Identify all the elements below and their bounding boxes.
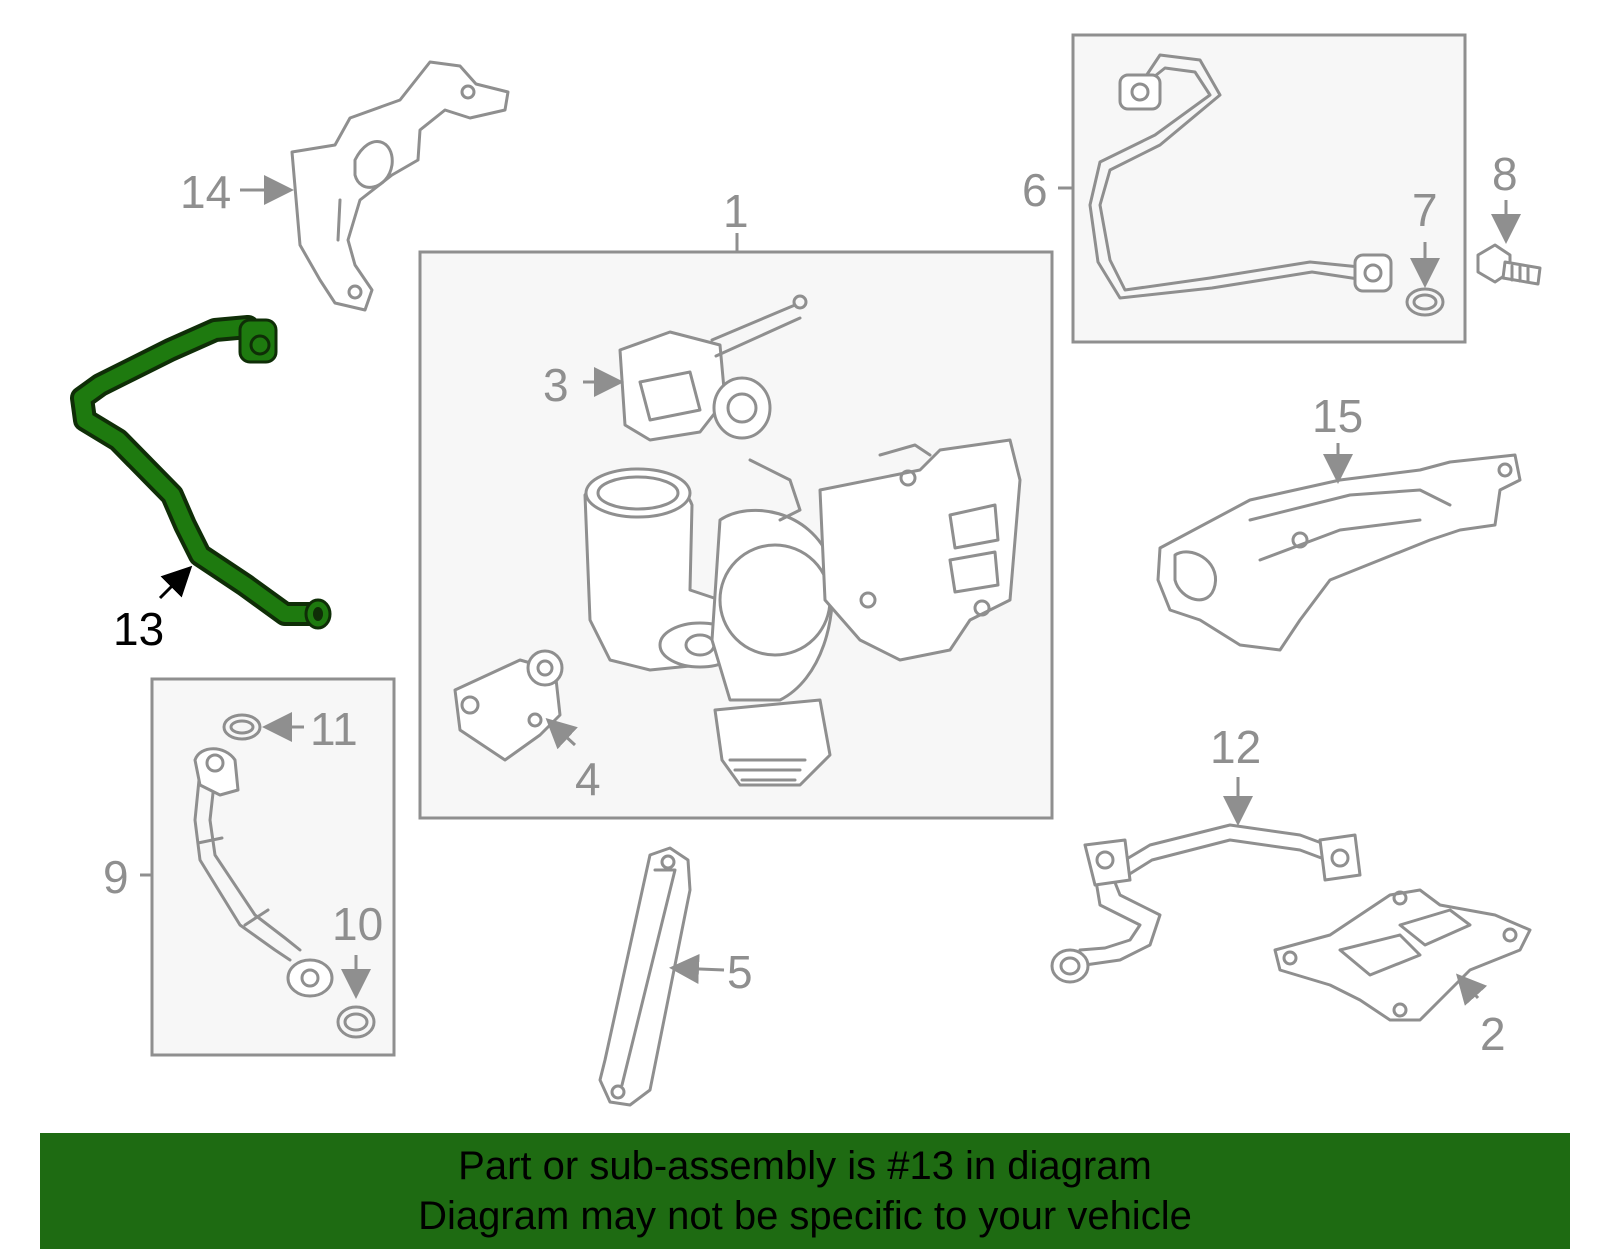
callout-1: 1 [723, 185, 749, 237]
callout-12: 12 [1210, 721, 1261, 773]
hose-13-highlighted [70, 315, 332, 630]
callout-8: 8 [1492, 148, 1518, 200]
banner-line-2: Diagram may not be specific to your vehi… [418, 1194, 1192, 1238]
callout-2: 2 [1480, 1008, 1506, 1060]
parts-diagram: 1 14 3 4 5 6 7 8 15 12 2 9 10 11 13 [70, 33, 1542, 1107]
callout-15: 15 [1312, 390, 1363, 442]
callout-6: 6 [1022, 164, 1048, 216]
o-ring-10 [336, 1005, 376, 1039]
bracket-5 [598, 846, 692, 1107]
callout-5: 5 [727, 946, 753, 998]
gasket-2 [1273, 888, 1532, 1022]
turbocharger-1 [583, 438, 1022, 787]
o-ring-11 [222, 713, 262, 741]
actuator-3 [618, 294, 808, 442]
callout-3: 3 [543, 359, 569, 411]
callout-9: 9 [103, 851, 129, 903]
part-info-banner: Part or sub-assembly is #13 in diagram D… [40, 1133, 1570, 1249]
callout-11: 11 [310, 703, 358, 755]
coolant-line-9 [193, 747, 334, 998]
bolt-8 [1476, 243, 1542, 286]
callout-14: 14 [180, 166, 231, 218]
oil-feed-line-6 [1088, 53, 1393, 300]
banner-line-1: Part or sub-assembly is #13 in diagram [458, 1144, 1152, 1188]
heat-shield-14 [290, 60, 510, 312]
callout-13: 13 [113, 603, 164, 655]
wastegate-actuator-4 [453, 649, 564, 762]
o-ring-7 [1405, 287, 1445, 317]
callout-7: 7 [1412, 184, 1438, 236]
return-pipe-12 [1050, 823, 1362, 984]
heat-shield-15 [1156, 453, 1522, 652]
callout-10: 10 [332, 898, 383, 950]
callout-4: 4 [575, 753, 601, 805]
